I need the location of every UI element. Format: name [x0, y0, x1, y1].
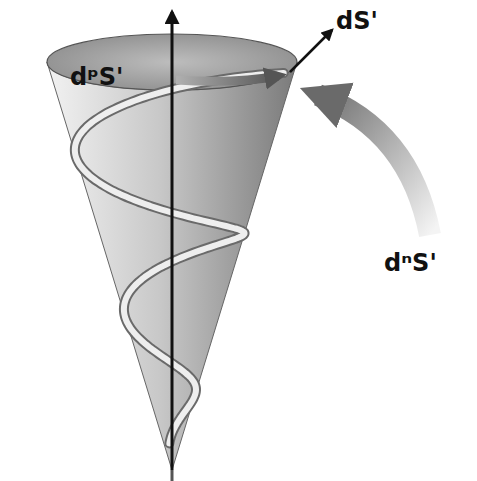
ribbon-face: [75, 73, 284, 443]
spiral-ribbon: [75, 73, 284, 443]
p-arrow: [176, 76, 278, 81]
axis-arrow: [171, 12, 174, 470]
ribbon-edge: [75, 73, 284, 443]
tangent-arrow: [290, 30, 332, 72]
n-arrow: [318, 95, 430, 235]
plane-label: dᵖS': [70, 64, 123, 90]
normal-label: dⁿS': [384, 250, 437, 276]
tangent-label: dS': [336, 8, 378, 34]
